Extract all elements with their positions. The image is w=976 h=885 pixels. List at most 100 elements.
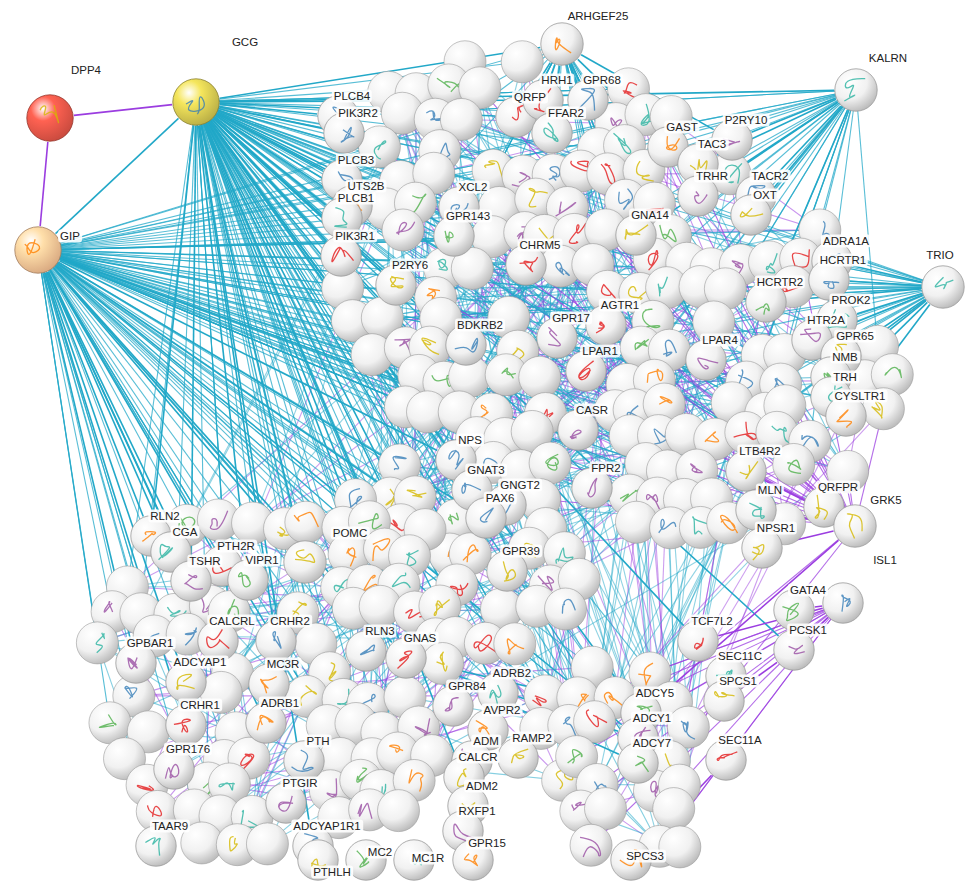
interaction-line [671,117,855,526]
interaction-line [38,173,434,250]
interaction-line [97,643,398,811]
interaction-line [525,233,848,472]
interaction-line [196,102,343,699]
protein-structure [579,361,594,380]
node-label: OXT [751,189,779,202]
interaction-line [343,289,725,700]
interaction-line [356,355,762,723]
protein-structure [740,461,758,478]
protein-structure [740,208,763,217]
protein-node: PIK3R2 [323,112,365,154]
protein-structure [695,191,707,203]
protein-structure [691,464,702,473]
protein-structure [638,663,653,685]
interaction-line [398,436,659,753]
protein-structure [596,322,604,333]
protein-node: CASR [557,409,599,451]
interaction-edge [56,118,179,233]
interaction-edge [815,606,822,607]
interaction-line [401,181,855,526]
interaction-line [187,525,436,639]
interaction-line [368,463,550,703]
protein-sphere [246,823,288,865]
protein-structure [335,208,347,228]
protein-structure [647,369,662,382]
interaction-line [646,115,855,526]
sphere-body [27,95,73,141]
interaction-line [653,90,856,321]
interaction-line [389,92,680,785]
interaction-edge [74,105,172,116]
interaction-line [147,207,567,785]
node-label: GCG [230,36,260,49]
protein-structure [667,136,680,150]
protein-structure [219,783,235,790]
interaction-line [553,175,943,287]
node-label: HTR2A [805,314,847,327]
sphere-body [541,23,583,65]
interaction-line [147,436,630,786]
protein-structure [681,721,695,739]
node-label: PLCB1 [336,192,376,205]
interaction-line [597,432,777,784]
protein-sphere [834,68,878,112]
interaction-line [562,44,785,406]
protein-structure [409,769,423,791]
protein-structure [185,628,196,645]
protein-structure [756,304,769,315]
sphere-body [501,41,543,83]
interaction-line [196,102,636,522]
protein-structure [397,222,415,235]
interaction-edge [202,125,300,540]
protein-sphere [545,588,587,630]
node-label: GIP [58,230,82,243]
interaction-line [267,667,592,844]
protein-structure [546,454,558,470]
interaction-line [430,90,856,347]
protein-structure [148,805,162,816]
protein-node: DPP4 [26,94,74,142]
protein-structure [462,483,481,493]
protein-structure [659,397,672,405]
interaction-line [38,250,353,608]
interaction-edge [657,540,839,699]
node-label: ARHGEF25 [566,10,631,23]
protein-structure [569,223,586,243]
protein-structure [570,430,581,438]
interaction-line [450,409,884,554]
interaction-line [562,44,766,413]
protein-node: AGTR1 [585,304,627,346]
protein-structure [449,450,463,469]
interaction-edge [54,268,392,643]
protein-structure [422,338,439,354]
interaction-line [480,88,855,526]
interaction-line [449,85,697,470]
interaction-line [415,203,686,434]
interaction-line [196,102,654,791]
node-label: LPAR4 [700,334,740,347]
sphere-body [922,266,964,308]
interaction-line [379,147,686,435]
protein-structure [562,599,575,613]
protein-structure [613,133,630,153]
protein-structure [502,368,515,378]
protein-structure [210,511,227,530]
interaction-line [436,297,650,672]
node-label: CASR [574,404,610,417]
interaction-line [110,529,546,723]
protein-sphere [921,265,965,309]
protein-structure [99,714,116,727]
interaction-line [697,287,943,470]
protein-structure [520,257,538,272]
interaction-edge [40,142,48,226]
protein-structure [837,410,852,427]
interaction-line [401,174,730,525]
node-label: BDKRB2 [455,319,505,332]
node-label: GAST [664,121,699,134]
protein-sphere [570,824,612,866]
protein-sphere [382,209,424,251]
interaction-line [196,102,419,727]
protein-structure [434,599,449,615]
interaction-line [401,181,701,527]
interaction-line [196,102,636,522]
